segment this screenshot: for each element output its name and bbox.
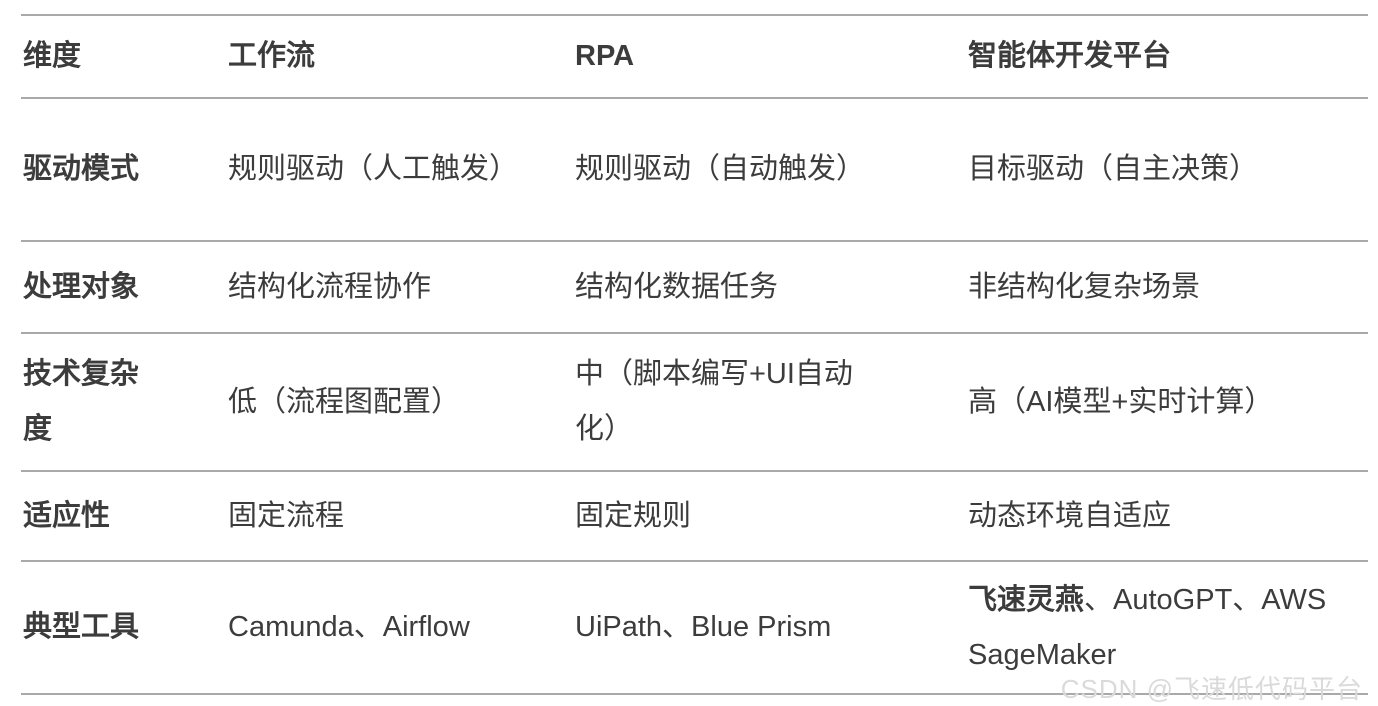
cell-agent-adaptability: 动态环境自适应 bbox=[968, 499, 1172, 532]
cell-agent-drive-mode: 目标驱动（自主决策） bbox=[968, 153, 1259, 185]
cell-rpa-typical-tools: UiPath、Blue Prism bbox=[575, 611, 832, 643]
comparison-table-page: 维度 工作流 RPA 智能体开发平台 驱动模式 规则驱动（人工触发） 规则驱动（… bbox=[0, 14, 1378, 706]
cell-workflow-processing-object: 结构化流程协作 bbox=[228, 270, 432, 303]
csdn-watermark: CSDN @飞速低代码平台 bbox=[1060, 674, 1363, 704]
cell-rpa-technical-complexity: 中（脚本编写+UI自动化） bbox=[575, 358, 853, 445]
col-header-dimension: 维度 bbox=[23, 40, 82, 72]
col-header-agent-platform: 智能体开发平台 bbox=[968, 40, 1172, 72]
row-header-processing-object: 处理对象 bbox=[23, 270, 140, 303]
row-header-technical-complexity: 技术复杂度 bbox=[23, 358, 140, 445]
tool-names-rest: 、AutoGPT、AWS SageMaker bbox=[968, 583, 1327, 671]
table-row-technical-complexity: 技术复杂度 低（流程图配置） 中（脚本编写+UI自动化） 高（AI模型+实时计算… bbox=[21, 333, 1368, 471]
cell-agent-typical-tools: 飞速灵燕、AutoGPT、AWS SageMaker bbox=[968, 561, 1368, 694]
table-row-typical-tools: 典型工具 Camunda、Airflow UiPath、Blue Prism 飞… bbox=[21, 561, 1368, 694]
cell-rpa-processing-object: 结构化数据任务 bbox=[575, 270, 779, 303]
tool-name-feisu-lingyan: 飞速灵燕 bbox=[968, 583, 1085, 616]
cell-workflow-drive-mode: 规则驱动（人工触发） bbox=[228, 153, 519, 185]
header-row: 维度 工作流 RPA 智能体开发平台 bbox=[21, 15, 1368, 98]
table-row-adaptability: 适应性 固定流程 固定规则 动态环境自适应 bbox=[21, 471, 1368, 561]
row-header-adaptability: 适应性 bbox=[23, 499, 111, 532]
table-row-processing-object: 处理对象 结构化流程协作 结构化数据任务 非结构化复杂场景 bbox=[21, 241, 1368, 333]
row-header-drive-mode: 驱动模式 bbox=[23, 153, 140, 185]
cell-workflow-typical-tools: Camunda、Airflow bbox=[228, 611, 470, 643]
cell-rpa-adaptability: 固定规则 bbox=[575, 499, 692, 532]
cell-agent-processing-object: 非结构化复杂场景 bbox=[968, 270, 1201, 303]
comparison-table: 维度 工作流 RPA 智能体开发平台 驱动模式 规则驱动（人工触发） 规则驱动（… bbox=[21, 14, 1368, 695]
table-row-drive-mode: 驱动模式 规则驱动（人工触发） 规则驱动（自动触发） 目标驱动（自主决策） bbox=[21, 98, 1368, 241]
cell-workflow-adaptability: 固定流程 bbox=[228, 499, 345, 532]
cell-rpa-drive-mode: 规则驱动（自动触发） bbox=[575, 153, 866, 185]
col-header-rpa: RPA bbox=[575, 40, 635, 72]
col-header-workflow: 工作流 bbox=[228, 40, 316, 72]
cell-agent-technical-complexity: 高（AI模型+实时计算） bbox=[968, 385, 1274, 418]
cell-workflow-technical-complexity: 低（流程图配置） bbox=[228, 385, 461, 418]
row-header-typical-tools: 典型工具 bbox=[23, 611, 140, 643]
